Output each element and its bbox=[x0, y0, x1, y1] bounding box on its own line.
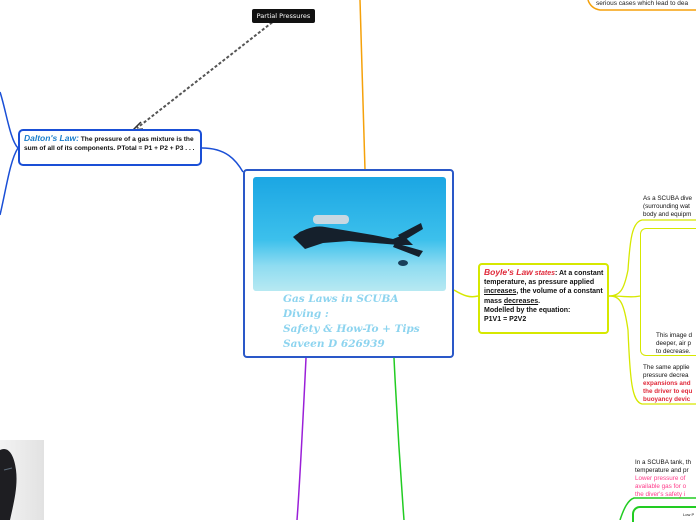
note-line: available gas for o bbox=[635, 483, 687, 490]
note-line: The same applie bbox=[643, 364, 690, 371]
scuba-diver-photo bbox=[253, 177, 446, 291]
central-title-line2: Diving : bbox=[283, 308, 329, 320]
note-line: expansions and bbox=[643, 380, 691, 387]
note-line: This image d bbox=[656, 332, 693, 339]
boyles-law-increases: increases bbox=[484, 288, 517, 296]
note-image-description: This image d deeper, air p to decrease. bbox=[656, 332, 692, 356]
central-title-line4: Saveen D 626939 bbox=[283, 338, 385, 350]
note-low-p: Low P bbox=[683, 512, 695, 517]
note-line: body and equipm bbox=[643, 211, 692, 218]
note-line: (surrounding wat bbox=[643, 203, 690, 210]
image-node-box[interactable] bbox=[640, 228, 696, 356]
green-node-box[interactable] bbox=[632, 506, 696, 522]
boyles-law-title: Boyle's Law bbox=[484, 267, 533, 277]
boyles-law-text3: . bbox=[538, 297, 541, 305]
boyles-law-decreases: decreases bbox=[503, 297, 539, 305]
partial-pressures-tooltip: Partial Pressures bbox=[252, 9, 315, 23]
boyles-law-states: states bbox=[534, 270, 555, 277]
note-line: to decrease. bbox=[656, 348, 691, 355]
note-line: the diver's safety i bbox=[635, 491, 686, 498]
top-right-note: serious cases which lead to dea bbox=[596, 0, 689, 7]
wetsuit-photo bbox=[0, 440, 44, 520]
daltons-law-text: The pressure of a gas mixture is the sum… bbox=[24, 136, 195, 153]
boyles-law-text2: , the volume of a constant mass bbox=[484, 288, 603, 305]
boyles-law-equation: P1V1 = P2V2 bbox=[484, 316, 527, 324]
note-line: Lower pressure of bbox=[635, 475, 686, 482]
boyles-law-text1: : At a constant temperature, as pressure… bbox=[484, 270, 604, 287]
note-scuba-dive: As a SCUBA dive (surrounding wat body an… bbox=[643, 195, 692, 219]
boyles-law-node[interactable]: Boyle's Law states: At a constant temper… bbox=[478, 263, 609, 334]
note-same-applies: The same applie pressure decrea expansio… bbox=[643, 364, 692, 404]
note-line: temperature and pr bbox=[635, 467, 689, 474]
note-line: In a SCUBA tank, th bbox=[635, 459, 692, 466]
note-line: pressure decrea bbox=[643, 372, 689, 379]
note-line: As a SCUBA dive bbox=[643, 195, 692, 202]
central-topic-title: Gas Laws in SCUBA Diving : Safety & How-… bbox=[283, 292, 453, 352]
central-topic-node[interactable]: Gas Laws in SCUBA Diving : Safety & How-… bbox=[243, 169, 454, 358]
central-title-line3: Safety & How-To + Tips bbox=[283, 323, 420, 335]
note-scuba-tank: In a SCUBA tank, th temperature and pr L… bbox=[635, 459, 691, 499]
daltons-law-title: Dalton's Law: bbox=[24, 133, 79, 143]
note-line: the driver to equ bbox=[643, 388, 693, 395]
note-line: buoyancy devic bbox=[643, 396, 691, 403]
boyles-law-text4: Modelled by the equation: bbox=[484, 306, 571, 314]
note-line: deeper, air p bbox=[656, 340, 692, 347]
central-title-line1: Gas Laws in SCUBA bbox=[283, 293, 399, 305]
daltons-law-node[interactable]: Dalton's Law: The pressure of a gas mixt… bbox=[18, 129, 202, 166]
